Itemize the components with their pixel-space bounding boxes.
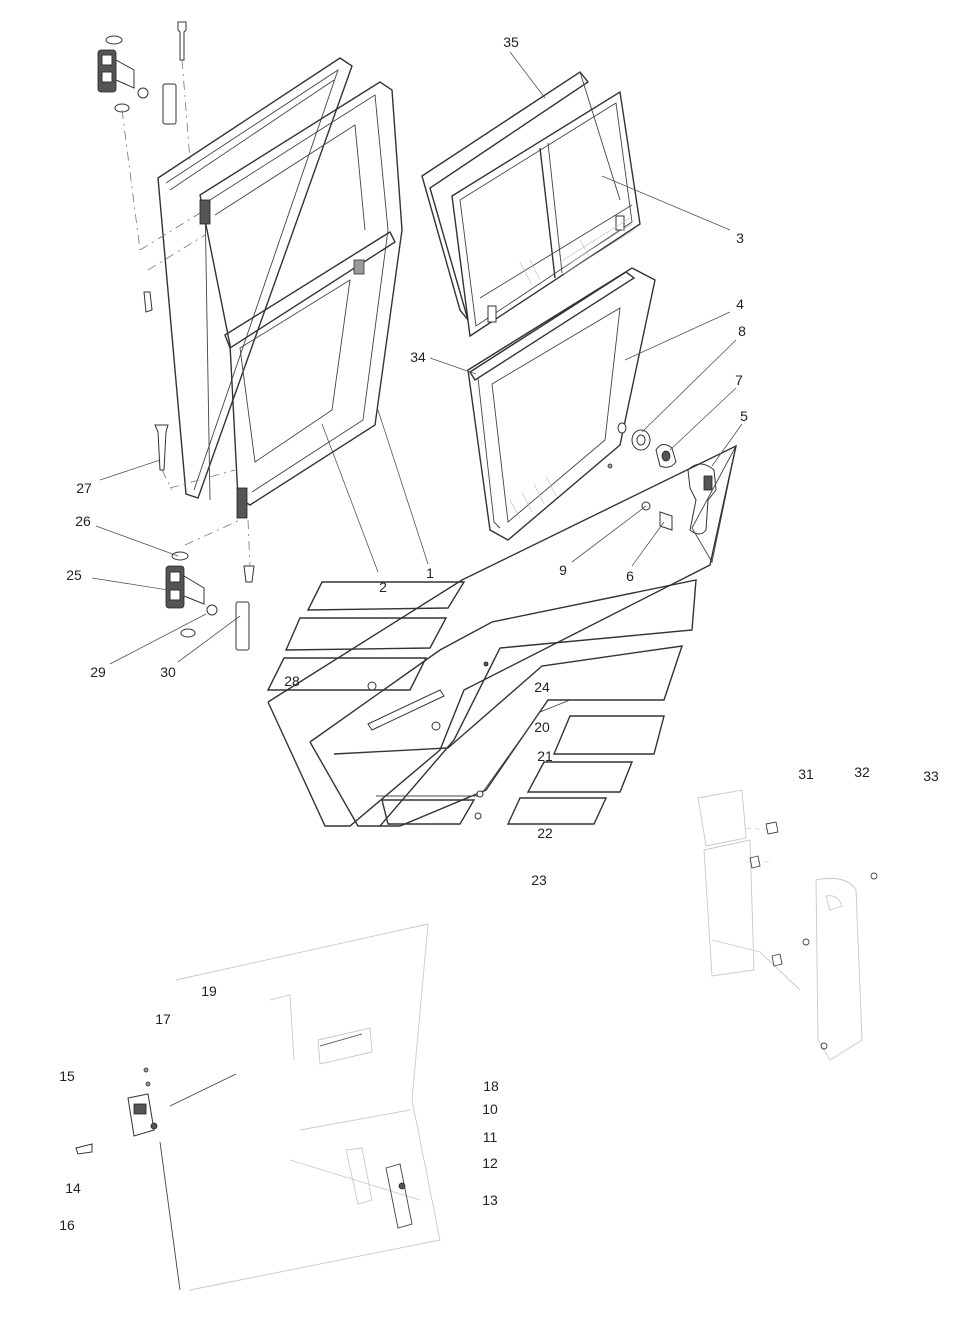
callout-leaders bbox=[91, 51, 743, 665]
callout-30: 30 bbox=[160, 664, 176, 680]
callout-15: 15 bbox=[59, 1068, 75, 1084]
callout-32: 32 bbox=[854, 764, 870, 780]
callout-23: 23 bbox=[531, 872, 547, 888]
callout-33: 33 bbox=[923, 768, 939, 784]
callout-21: 21 bbox=[537, 748, 553, 764]
callout-13: 13 bbox=[482, 1192, 498, 1208]
callout-3: 3 bbox=[736, 230, 744, 246]
callout-5: 5 bbox=[740, 408, 748, 424]
door-frame-outer bbox=[157, 57, 353, 499]
door-frame-mullion bbox=[204, 199, 211, 501]
callout-8: 8 bbox=[738, 323, 746, 339]
callout-7: 7 bbox=[735, 372, 743, 388]
callout-26: 26 bbox=[75, 513, 91, 529]
callout-1: 1 bbox=[426, 565, 434, 581]
lower-door-body bbox=[267, 444, 737, 827]
sliding-window bbox=[451, 90, 641, 338]
glass-pane bbox=[421, 71, 621, 321]
lower-glass-panel bbox=[467, 267, 656, 541]
lower-door-lock-assembly bbox=[75, 923, 441, 1291]
upper-hinge-assembly bbox=[97, 21, 206, 313]
callout-25: 25 bbox=[66, 567, 82, 583]
callout-4: 4 bbox=[736, 296, 744, 312]
callout-34: 34 bbox=[410, 349, 426, 365]
callout-2: 2 bbox=[379, 579, 387, 595]
callout-12: 12 bbox=[482, 1155, 498, 1171]
lower-hinge-assembly bbox=[165, 519, 255, 651]
callout-28: 28 bbox=[284, 673, 300, 689]
callout-20: 20 bbox=[534, 719, 550, 735]
callout-11: 11 bbox=[482, 1129, 498, 1145]
callout-6: 6 bbox=[626, 568, 634, 584]
door-frame-inner bbox=[199, 81, 403, 506]
gas-strut bbox=[367, 661, 489, 820]
hinge-pin bbox=[154, 424, 236, 491]
callout-18: 18 bbox=[483, 1078, 499, 1094]
callout-22: 22 bbox=[537, 825, 553, 841]
callout-17: 17 bbox=[155, 1011, 171, 1027]
callout-19: 19 bbox=[201, 983, 217, 999]
callout-10: 10 bbox=[482, 1101, 498, 1117]
callout-35: 35 bbox=[503, 34, 519, 50]
callout-31: 31 bbox=[798, 766, 814, 782]
callout-14: 14 bbox=[65, 1180, 81, 1196]
callout-9: 9 bbox=[559, 562, 567, 578]
door-hinge-knuckle bbox=[199, 199, 365, 519]
callout-16: 16 bbox=[59, 1217, 75, 1233]
callout-24: 24 bbox=[534, 679, 550, 695]
callout-27: 27 bbox=[76, 480, 92, 496]
callout-29: 29 bbox=[90, 664, 106, 680]
door-handle-assembly bbox=[631, 429, 737, 564]
door-skin-panels bbox=[266, 581, 665, 825]
latch-bracket-assembly bbox=[697, 789, 878, 1061]
